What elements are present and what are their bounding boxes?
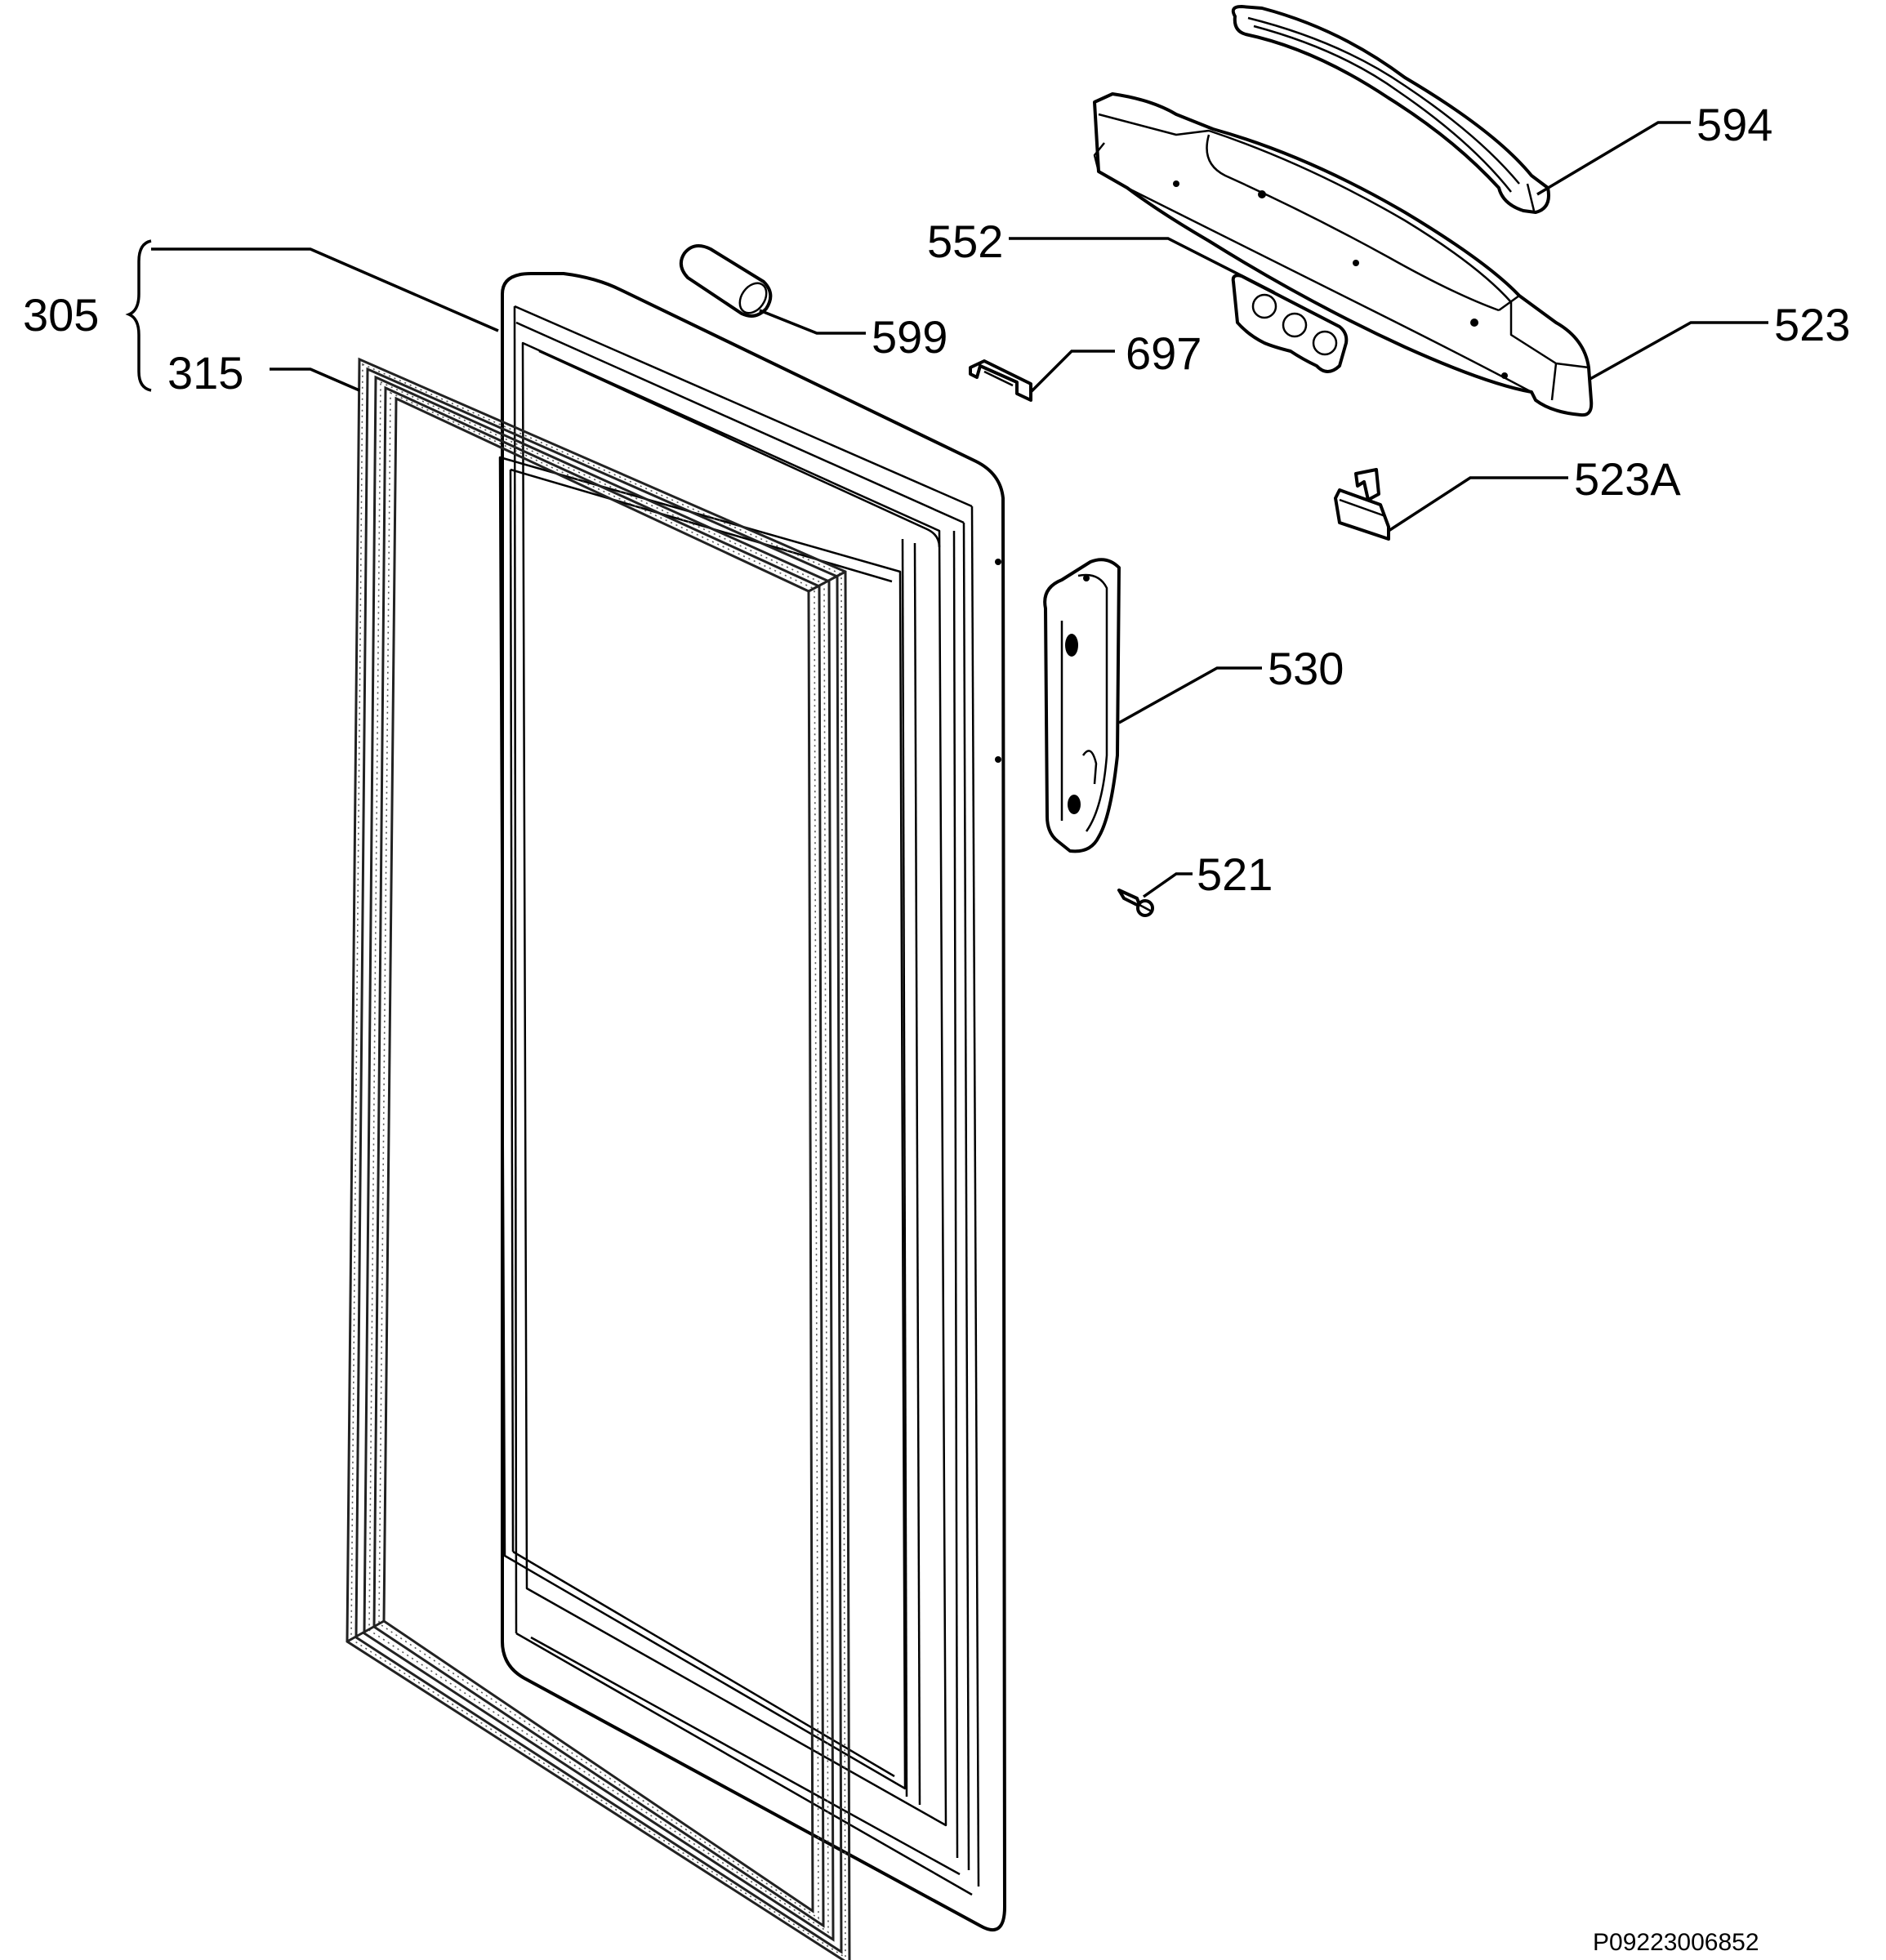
top-profile-part [1093,92,1594,417]
callout-523: 523 [1774,299,1850,350]
top-trim-strip-part [1231,5,1550,214]
handle-cover-part [679,244,773,318]
leader-lines [125,121,1768,898]
handle-part [1043,558,1121,853]
clip-part [969,359,1032,402]
callout-305: 305 [23,289,99,341]
end-cap-part [1334,468,1390,541]
drawing-code: P09223006852 [1593,1929,1759,1956]
door-gasket [346,357,851,1960]
screw-part [1117,889,1154,917]
callout-521: 521 [1197,849,1273,900]
callout-523a: 523A [1574,453,1681,505]
callout-530: 530 [1268,643,1344,694]
callout-labels: 305 315 599 697 552 594 523 523A 530 521… [23,99,1850,1956]
callout-552: 552 [927,216,1003,267]
callout-599: 599 [872,311,947,363]
hinge-plate-part [1231,274,1349,373]
callout-315: 315 [167,347,243,399]
callout-594: 594 [1697,99,1772,150]
callout-697: 697 [1126,327,1202,379]
door-panel [498,272,1006,1931]
